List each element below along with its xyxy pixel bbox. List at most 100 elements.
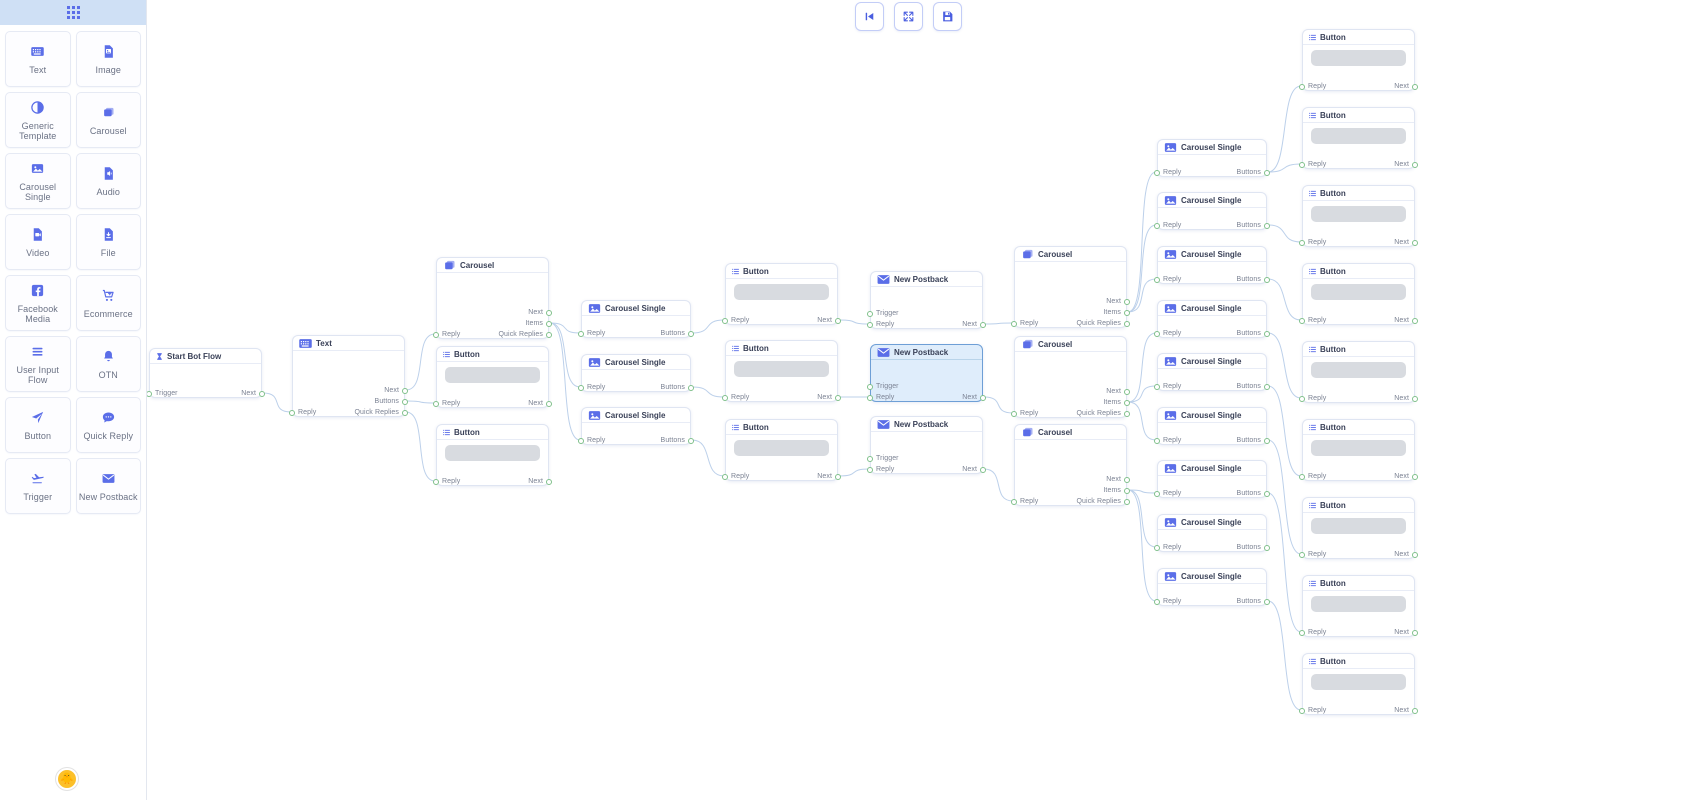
port-dot-icon[interactable] <box>546 400 552 407</box>
port-dot-icon[interactable] <box>1124 399 1130 406</box>
port-dot-icon[interactable] <box>835 394 841 401</box>
port-left-reply[interactable]: Reply <box>1154 490 1181 497</box>
port-left-reply[interactable]: Reply <box>433 331 460 338</box>
port-dot-icon[interactable] <box>1154 598 1160 605</box>
port-dot-icon[interactable] <box>1124 498 1130 505</box>
port-right-buttons[interactable]: Buttons <box>1237 276 1270 283</box>
port-right-next[interactable]: Next <box>817 473 841 480</box>
port-right-next[interactable]: Next <box>1394 161 1418 168</box>
port-dot-icon[interactable] <box>1124 487 1130 494</box>
port-right-buttons[interactable]: Buttons <box>1237 598 1270 605</box>
port-dot-icon[interactable] <box>867 383 873 390</box>
port-right-next[interactable]: Next <box>817 394 841 401</box>
port-right-next[interactable]: Next <box>962 466 986 473</box>
port-dot-icon[interactable] <box>1154 222 1160 229</box>
port-dot-icon[interactable] <box>402 409 408 416</box>
palette-item-file[interactable]: File <box>75 214 141 270</box>
port-left-reply[interactable]: Reply <box>433 400 460 407</box>
port-left-reply[interactable]: Reply <box>578 330 605 337</box>
palette-item-generic-template[interactable]: Generic Template <box>5 92 71 148</box>
port-dot-icon[interactable] <box>1299 473 1305 480</box>
port-dot-icon[interactable] <box>980 394 986 401</box>
port-left-reply[interactable]: Reply <box>1154 222 1181 229</box>
palette-item-audio[interactable]: Audio <box>75 153 141 209</box>
palette-item-video[interactable]: Video <box>5 214 71 270</box>
port-right-buttons[interactable]: Buttons <box>661 437 694 444</box>
palette-item-new-postback[interactable]: New Postback <box>75 458 141 514</box>
port-right-buttons[interactable]: Buttons <box>1237 330 1270 337</box>
port-left-trigger[interactable]: Trigger <box>867 310 899 317</box>
port-dot-icon[interactable] <box>289 409 295 416</box>
port-left-reply[interactable]: Reply <box>722 317 749 324</box>
port-right-buttons[interactable]: Buttons <box>1237 544 1270 551</box>
fit-view-button[interactable] <box>894 2 923 31</box>
palette-item-quick-reply[interactable]: Quick Reply <box>75 397 141 453</box>
port-right-next[interactable]: Next <box>1394 395 1418 402</box>
port-left-reply[interactable]: Reply <box>1299 473 1326 480</box>
port-dot-icon[interactable] <box>1299 83 1305 90</box>
port-dot-icon[interactable] <box>1154 276 1160 283</box>
port-left-reply[interactable]: Reply <box>289 409 316 416</box>
port-dot-icon[interactable] <box>867 321 873 328</box>
port-dot-icon[interactable] <box>867 310 873 317</box>
port-dot-icon[interactable] <box>1264 276 1270 283</box>
port-left-reply[interactable]: Reply <box>1011 498 1038 505</box>
port-left-reply[interactable]: Reply <box>722 473 749 480</box>
port-left-reply[interactable]: Reply <box>1011 410 1038 417</box>
port-right-quick-replies[interactable]: Quick Replies <box>1077 320 1130 327</box>
port-dot-icon[interactable] <box>1154 437 1160 444</box>
port-dot-icon[interactable] <box>1412 395 1418 402</box>
port-dot-icon[interactable] <box>578 437 584 444</box>
port-dot-icon[interactable] <box>402 387 408 394</box>
port-right-buttons[interactable]: Buttons <box>1237 169 1270 176</box>
port-right-quick-replies[interactable]: Quick Replies <box>1077 498 1130 505</box>
port-left-trigger[interactable]: Trigger <box>867 383 899 390</box>
port-right-next[interactable]: Next <box>1394 473 1418 480</box>
palette-item-user-input-flow[interactable]: User Input Flow <box>5 336 71 392</box>
grid-icon[interactable] <box>66 6 80 19</box>
palette-item-button[interactable]: Button <box>5 397 71 453</box>
port-left-reply[interactable]: Reply <box>1154 598 1181 605</box>
port-left-reply[interactable]: Reply <box>1154 276 1181 283</box>
port-left-reply[interactable]: Reply <box>1154 330 1181 337</box>
port-left-reply[interactable]: Reply <box>1299 551 1326 558</box>
port-dot-icon[interactable] <box>1011 320 1017 327</box>
port-dot-icon[interactable] <box>1264 169 1270 176</box>
port-right-next[interactable]: Next <box>1394 551 1418 558</box>
port-right-next[interactable]: Next <box>1394 629 1418 636</box>
port-dot-icon[interactable] <box>722 317 728 324</box>
port-dot-icon[interactable] <box>546 320 552 327</box>
port-left-reply[interactable]: Reply <box>578 437 605 444</box>
port-right-items[interactable]: Items <box>1103 309 1130 316</box>
port-dot-icon[interactable] <box>433 478 439 485</box>
port-right-next[interactable]: Next <box>817 317 841 324</box>
port-right-next[interactable]: Next <box>1394 317 1418 324</box>
port-dot-icon[interactable] <box>1412 161 1418 168</box>
port-dot-icon[interactable] <box>1011 410 1017 417</box>
port-dot-icon[interactable] <box>546 309 552 316</box>
port-dot-icon[interactable] <box>867 394 873 401</box>
port-left-reply[interactable]: Reply <box>1299 707 1326 714</box>
port-right-next[interactable]: Next <box>1394 239 1418 246</box>
port-left-reply[interactable]: Reply <box>867 394 894 401</box>
